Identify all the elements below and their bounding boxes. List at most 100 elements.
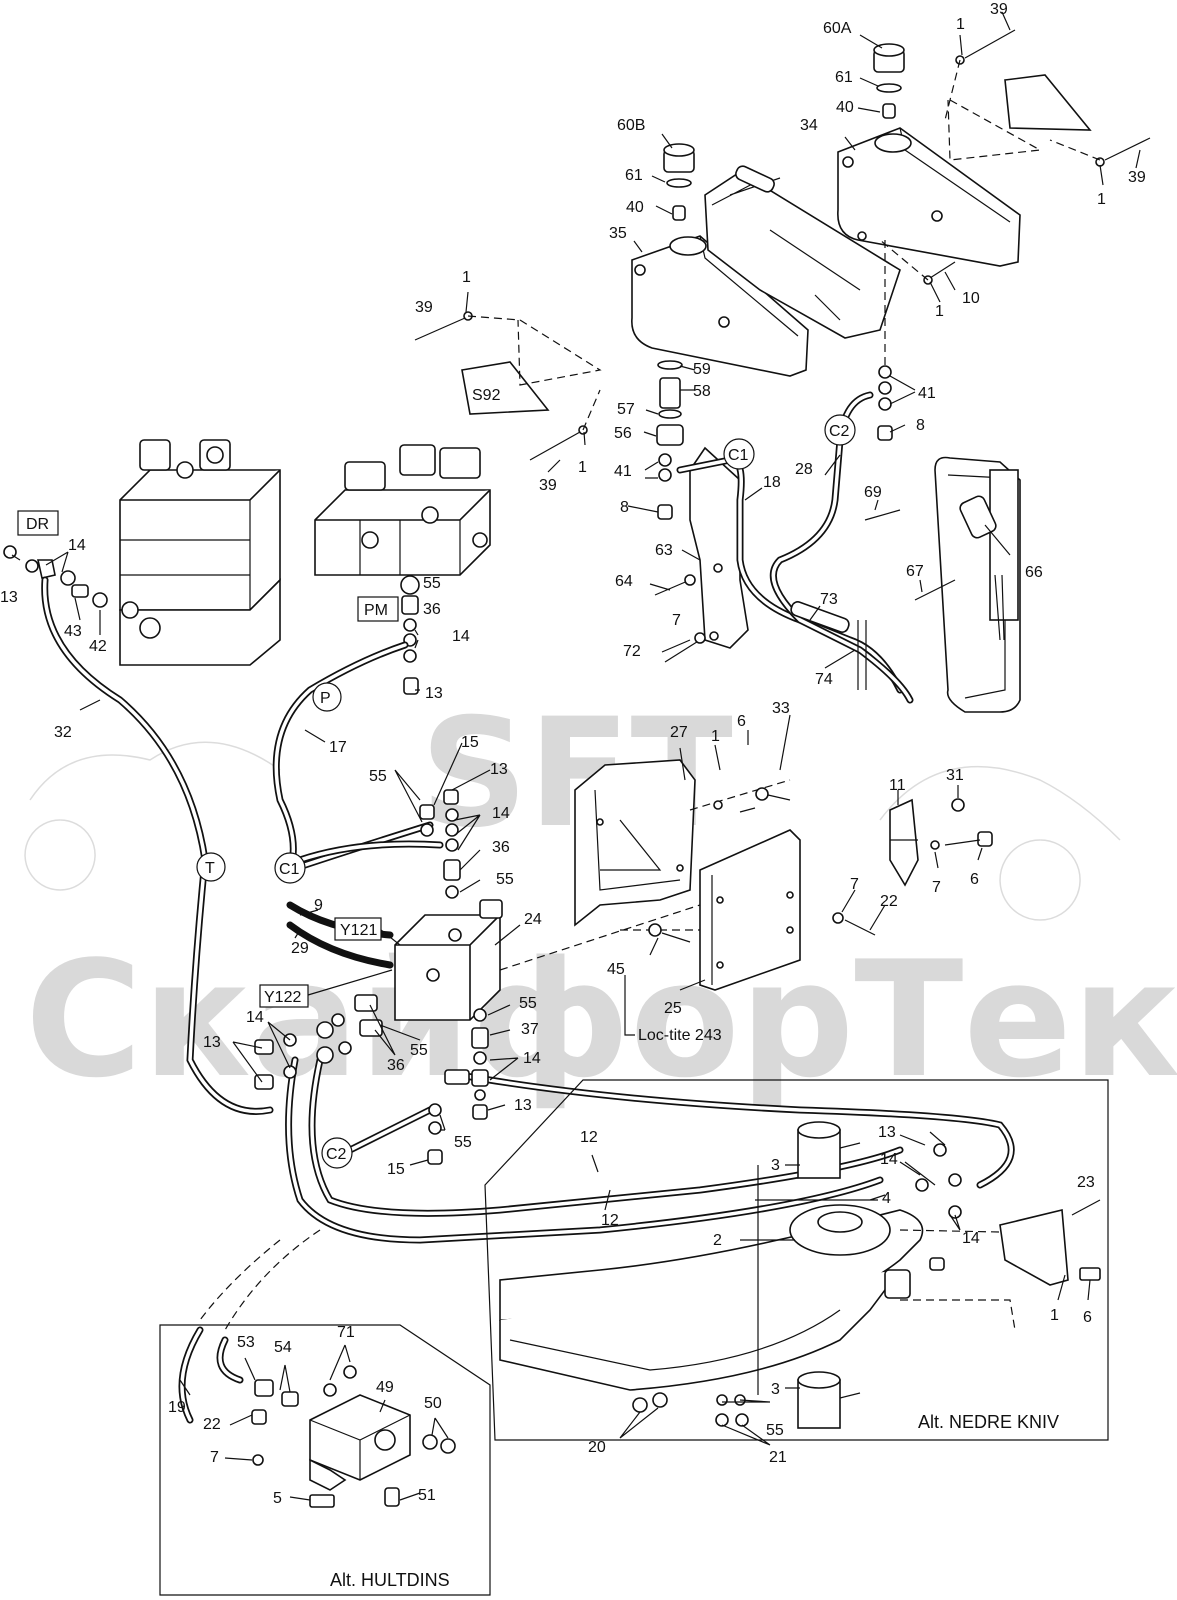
callout-66: 66 [1025, 564, 1043, 581]
callout-22: 22 [203, 1416, 221, 1433]
callout-29: 29 [291, 940, 309, 957]
callout-14: 14 [492, 805, 510, 822]
callout-57: 57 [617, 401, 635, 418]
callout-71: 71 [337, 1324, 355, 1341]
circle-label-t: T [205, 860, 215, 877]
callout-55: 55 [423, 575, 441, 592]
callout-28: 28 [795, 461, 813, 478]
callout-23: 23 [1077, 1174, 1095, 1191]
callout-22: 22 [880, 893, 898, 910]
callout-74: 74 [815, 671, 833, 688]
watermark-bottom: СкайфорТек [25, 926, 1177, 1113]
callout-1: 1 [711, 728, 720, 745]
callout-61: 61 [835, 69, 853, 86]
callout-35: 35 [609, 225, 627, 242]
callout-39: 39 [1128, 169, 1146, 186]
callout-50: 50 [424, 1395, 442, 1412]
callout-17: 17 [329, 739, 347, 756]
callout-55: 55 [766, 1422, 784, 1439]
callout-27: 27 [670, 724, 688, 741]
callout-1: 1 [1050, 1307, 1059, 1324]
callout-60A: 60A [823, 20, 852, 37]
frame-title-lower-knife: Alt. NEDRE KNIV [918, 1412, 1059, 1432]
callout-39: 39 [415, 299, 433, 316]
callout-13: 13 [514, 1097, 532, 1114]
callout-55: 55 [410, 1042, 428, 1059]
callout-15: 15 [461, 734, 479, 751]
callout-64: 64 [615, 573, 633, 590]
circle-label-c1-left: C1 [279, 861, 300, 878]
tank-bolts [414, 29, 1151, 461]
callout-55: 55 [369, 768, 387, 785]
filler-cap-60A [873, 43, 905, 119]
boxed-label-dr: DR [26, 516, 49, 533]
callout-14: 14 [962, 1230, 980, 1247]
circle-label-c2-right: C2 [829, 423, 850, 440]
callout-39: 39 [990, 1, 1008, 18]
callout-1: 1 [935, 303, 944, 320]
callout-1: 1 [1097, 191, 1106, 208]
loctite-note: Loc-tite 243 [624, 975, 722, 1044]
callout-11: 11 [889, 777, 906, 794]
circle-labels: P T C1 C2 C1 C2 [196, 414, 856, 1169]
callout-14: 14 [452, 628, 470, 645]
callout-8: 8 [916, 417, 925, 434]
callout-41: 41 [918, 385, 936, 402]
callout-14: 14 [246, 1009, 264, 1026]
callout-7: 7 [672, 612, 681, 629]
callout-12: 12 [580, 1129, 598, 1146]
callout-59: 59 [693, 361, 711, 378]
callout-12: 12 [601, 1212, 619, 1229]
callout-numbers: 39 1 60A 61 40 34 39 1 60B 61 40 35 1 39… [0, 1, 1146, 1507]
callout-9: 9 [314, 897, 323, 914]
callout-18: 18 [763, 474, 781, 491]
callout-56: 56 [614, 425, 632, 442]
callout-3: 3 [771, 1157, 780, 1174]
callout-36: 36 [423, 601, 441, 618]
callout-14: 14 [68, 537, 86, 554]
callout-13: 13 [425, 685, 443, 702]
callout-61: 61 [625, 167, 643, 184]
callout-37: 37 [521, 1021, 539, 1038]
callout-6: 6 [970, 871, 979, 888]
callout-3: 3 [771, 1381, 780, 1398]
callout-32: 32 [54, 724, 72, 741]
lower-knife-frame: Alt. NEDRE KNIV [484, 1079, 1109, 1441]
callout-24: 24 [524, 911, 542, 928]
callout-69: 69 [864, 484, 882, 501]
circle-label-p: P [320, 690, 331, 707]
callout-31: 31 [946, 767, 964, 784]
callout-41: 41 [614, 463, 632, 480]
tank-34 [837, 127, 1021, 267]
callout-54: 54 [274, 1339, 292, 1356]
boxed-label-y121: Y121 [340, 922, 377, 939]
decal-plates: S92 [461, 74, 1092, 415]
guard-27 [574, 759, 696, 927]
frame-66 [864, 456, 1021, 713]
callout-60B: 60B [617, 117, 645, 134]
callout-25: 25 [664, 1000, 682, 1017]
hultdins-frame: Alt. HULTDINS [159, 1324, 491, 1596]
callout-8: 8 [620, 499, 629, 516]
valve-24 [254, 789, 503, 1165]
callout-13: 13 [203, 1034, 221, 1051]
callout-6: 6 [1083, 1309, 1092, 1326]
leader-lines [11, 11, 1141, 1501]
boxed-label-pm: PM [364, 602, 388, 619]
loctite-note-text: Loc-tite 243 [638, 1027, 722, 1044]
callout-39: 39 [539, 477, 557, 494]
callout-13: 13 [490, 761, 508, 778]
callout-55: 55 [519, 995, 537, 1012]
callout-67: 67 [906, 563, 924, 580]
callout-63: 63 [655, 542, 673, 559]
callout-55: 55 [496, 871, 514, 888]
callout-14: 14 [523, 1050, 541, 1067]
callout-58: 58 [693, 383, 711, 400]
callout-53: 53 [237, 1334, 255, 1351]
callout-7: 7 [210, 1449, 219, 1466]
callout-36: 36 [492, 839, 510, 856]
callout-7: 7 [932, 879, 941, 896]
watermark-tractor-shapes [24, 741, 1121, 921]
boxed-label-y122: Y122 [264, 989, 301, 1006]
